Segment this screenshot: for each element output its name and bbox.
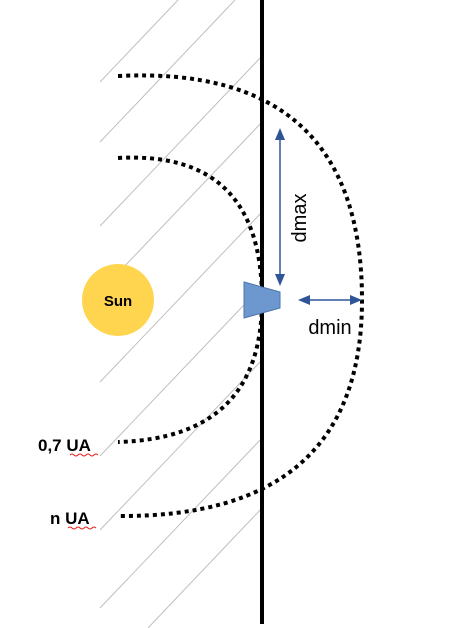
dmin-arrow xyxy=(298,295,362,305)
spacecraft-icon xyxy=(243,281,281,319)
hatch-lines xyxy=(99,0,263,628)
orbit-outer-label: n UA xyxy=(50,509,90,528)
spellcheck-underline-inner xyxy=(69,453,99,457)
sun-icon xyxy=(82,264,154,336)
orbit-inner-label: 0,7 UA xyxy=(38,436,91,455)
sun-label: Sun xyxy=(104,293,132,310)
dmax-label: dmax xyxy=(289,194,311,243)
spellcheck-underline-outer xyxy=(67,526,97,530)
dmin-label: dmin xyxy=(308,317,351,339)
orbit-outer-arc xyxy=(117,73,365,519)
dmax-arrow xyxy=(275,128,285,286)
